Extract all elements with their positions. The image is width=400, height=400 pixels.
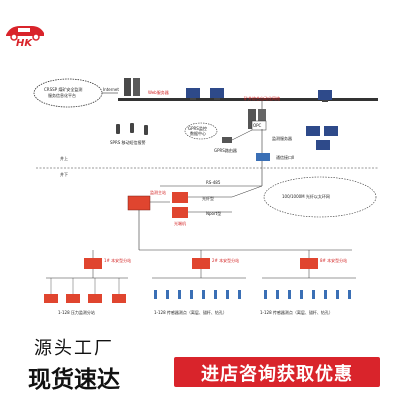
web-server-label: Web服务器: [148, 89, 169, 95]
mobile-alert-label: SPRS 移动短信报警: [110, 139, 146, 145]
gprs-router-label: GPRS路由器: [214, 147, 237, 153]
nport-label: Nport型: [206, 210, 221, 216]
sub1-label: 1# 本安型分站: [104, 257, 131, 263]
lan-label: 矿井综合自动化网络: [244, 95, 280, 101]
logo-text: HK: [16, 38, 33, 49]
promo-banner-left: 源头工厂 现货速达: [0, 330, 160, 400]
banner-line2: 现货速达: [28, 367, 120, 393]
monitor-server-cluster: [248, 109, 338, 150]
pressure-stations: [44, 278, 126, 303]
sub2-label: 2# 本安型分站: [212, 257, 239, 263]
cloud-label-1: CRSSP 煤矿安全监测: [44, 86, 82, 92]
host-station-icon: [127, 195, 151, 211]
sensor-nodes-8: [264, 290, 351, 299]
below-ground-label: 井下: [60, 171, 68, 177]
fiber-type-device: [172, 192, 188, 203]
opc-box: [251, 120, 267, 131]
mobile-phone-icon: [116, 123, 148, 135]
host-label: 监测主站: [150, 189, 166, 195]
fiber-ring: [263, 176, 377, 218]
switch-label: 光端机: [174, 220, 186, 226]
substation-1: [84, 250, 102, 269]
gprs-label-2: 数据中心: [190, 130, 206, 136]
ring-label: 100/1000M 光纤以太环网: [282, 193, 330, 199]
computer-icon: [186, 88, 332, 102]
consult-button[interactable]: 进店咨询获取优惠: [174, 357, 380, 387]
gprs-router-icon: [222, 137, 232, 143]
substation-8: [300, 250, 318, 269]
sub8-label: 8# 本安型分站: [320, 257, 347, 263]
row2-label: 1-128 传感器测点（离层、锚杆、钻孔）: [154, 309, 227, 315]
banner-line1: 源头工厂: [34, 338, 114, 359]
web-server-icon: [124, 78, 140, 96]
comm-interface-icon: [256, 153, 270, 161]
cloud-platform: CRSSP 煤矿安全监测 服务信息化平台: [33, 78, 103, 108]
sensor-nodes-2: [154, 290, 241, 299]
gprs-label-1: GPRS监控: [188, 125, 207, 131]
internet-label: Internet: [103, 87, 119, 92]
mine-monitoring-system-diagram: CRSSP 煤矿安全监测 服务信息化平台 Internet Web服务器 矿井综…: [33, 78, 378, 315]
gprs-center: [184, 122, 218, 140]
fiber-type-label: 光纤型: [202, 195, 214, 201]
monitor-server-label: 监测服务器: [272, 135, 292, 141]
row1-label: 1-128 压力监测分站: [58, 309, 95, 315]
above-ground-label: 井上: [60, 155, 68, 161]
lan-backbone: [118, 98, 378, 101]
switch-device: [172, 207, 188, 218]
cloud-label-2: 服务信息化平台: [48, 92, 76, 98]
consult-button-label: 进店咨询获取优惠: [201, 364, 353, 385]
substation-2: [192, 250, 210, 269]
brand-logo: [2, 20, 48, 54]
rs485-label: RS-485: [206, 180, 221, 185]
car-logo-icon: [6, 26, 44, 41]
comm-interface-label: 通信接口II: [276, 154, 294, 160]
link-fiber-ring: [231, 185, 263, 198]
link-router-opc: [231, 129, 253, 141]
opc-label: OPC: [253, 123, 262, 128]
row3-label: 1-128 传感器测点（离层、锚杆、钻孔）: [260, 309, 333, 315]
